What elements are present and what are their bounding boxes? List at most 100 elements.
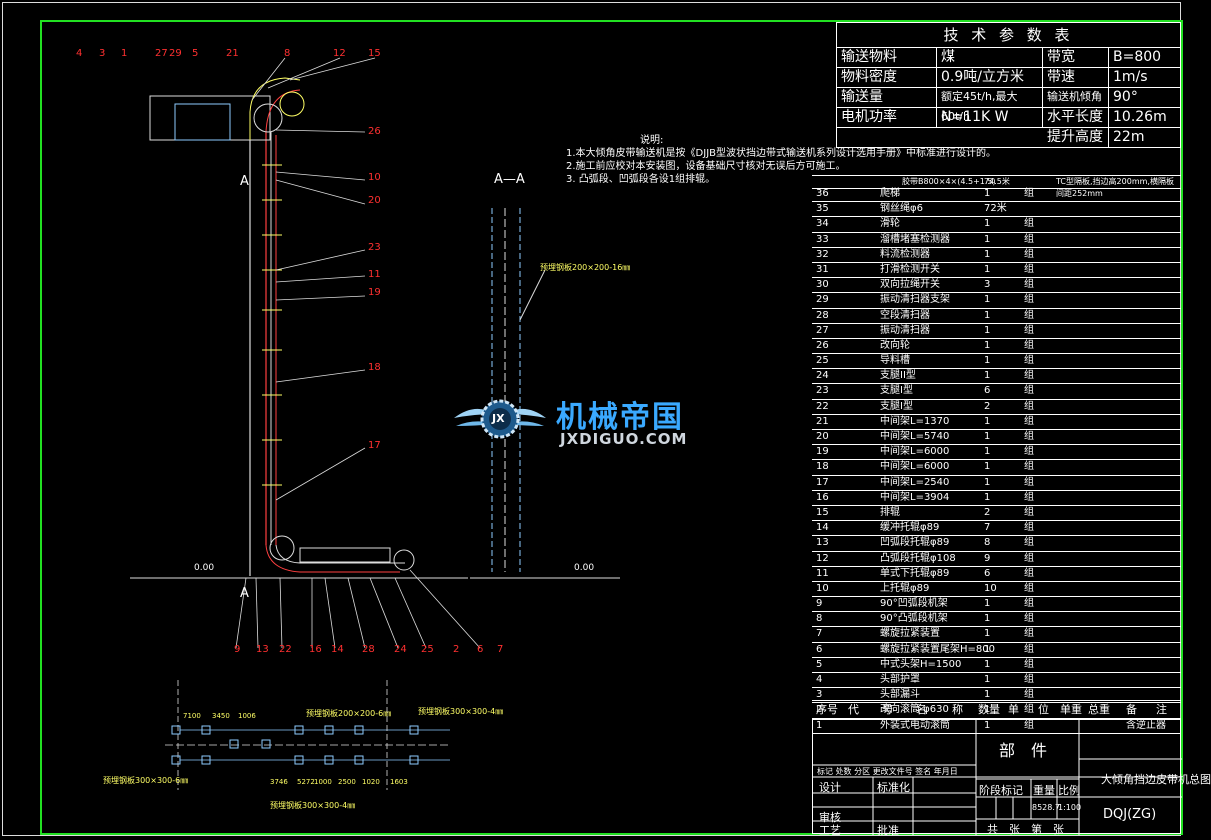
bom-cell-unit: 组 xyxy=(1024,689,1034,701)
bom-cell-name: 振动清扫器 xyxy=(880,324,930,336)
bom-cell-qty: 1 xyxy=(984,263,991,275)
bom-cell-no: 33 xyxy=(816,233,829,245)
level-right: 0.00 xyxy=(574,563,595,573)
section-mark-top: A xyxy=(240,174,249,189)
bom-cell-qty: 1 xyxy=(984,309,991,321)
label-top-10: 15 xyxy=(368,48,381,59)
param-key: 水平长度 xyxy=(1043,107,1109,127)
bom-cell-qty: 2 xyxy=(984,506,991,518)
label-right-4: 23 xyxy=(368,242,381,253)
bom-cell-unit: 组 xyxy=(1024,598,1034,610)
bom-cell-qty: 1 xyxy=(984,461,991,473)
bom-cell-qty: 1 xyxy=(984,643,991,655)
bom-cell-qty: 1 xyxy=(984,431,991,442)
bom-cell-qty: 1 xyxy=(984,294,991,306)
section-note: 预埋钢板200×200-16㎜ xyxy=(540,263,631,272)
bom-cell-unit: 组 xyxy=(1024,613,1034,625)
level-left: 0.00 xyxy=(194,563,215,573)
weight-value: 8528.7 xyxy=(1032,803,1060,812)
plan-label-3: 预埋钢板300×300-6㎜ xyxy=(103,776,189,785)
label-top-9: 12 xyxy=(333,48,346,59)
bom-cell-unit: 组 xyxy=(1024,415,1034,427)
bom-header-cell: 位 xyxy=(1038,703,1049,716)
bom-cell-no: 10 xyxy=(816,582,829,594)
bom-cell-qty: 72米 xyxy=(984,203,1007,215)
bom-cell-qty: 1 xyxy=(984,446,991,458)
label-top-1: 4 xyxy=(76,48,83,59)
title-block-grid xyxy=(813,719,1182,835)
bom-cell-unit: 组 xyxy=(1024,522,1034,534)
bom-cell-name: 90°凹弧段机架 xyxy=(880,598,948,610)
bom-cell-no: 17 xyxy=(816,476,829,488)
bom-cell-name: 导料槽 xyxy=(880,355,910,367)
stage-label: 阶段标记 xyxy=(979,784,1023,797)
label-right-5: 11 xyxy=(368,269,381,280)
label-bottom-8: 25 xyxy=(421,644,434,655)
bom-header-cell: 单重 xyxy=(1060,703,1082,716)
bom-cell-unit: 组 xyxy=(1024,385,1034,397)
parameter-table-title: 技 术 参 数 表 xyxy=(837,23,1180,48)
bom-cell-unit: 组 xyxy=(1024,324,1034,336)
bom-cell-qty: 6 xyxy=(984,385,991,397)
bom-cell-qty: 1 xyxy=(984,674,991,685)
param-key: 带宽 xyxy=(1043,47,1109,67)
bom-cell-name: 螺旋拉紧装置 xyxy=(880,628,940,640)
label-bottom-5: 14 xyxy=(331,644,344,655)
bom-cell-no: 1 xyxy=(816,719,823,731)
watermark-logo: JX 机械帝国 JXDIGUO.COM xyxy=(450,388,740,450)
bom-cell-name: 单式下托辊φ89 xyxy=(880,567,950,579)
bom-cell-no: 23 xyxy=(816,385,829,397)
bom-cell-name: 中间架L=6000 xyxy=(880,446,950,458)
bom-cell-no: 9 xyxy=(816,598,823,610)
section-mark-bottom: A xyxy=(240,586,249,601)
standard-label: 标准化 xyxy=(877,781,910,794)
bom-cell-no: 14 xyxy=(816,522,829,534)
section-title: A—A xyxy=(494,172,525,187)
bom-cell-unit: 组 xyxy=(1024,461,1034,473)
bom-cell-unit: 组 xyxy=(1024,658,1034,670)
bom-cell-no: 4 xyxy=(816,674,823,685)
plan-dim: 2500 xyxy=(338,778,356,786)
label-top-4: 27 xyxy=(155,48,168,59)
bom-cell-name: 改向滚筒 φ630 xyxy=(880,704,949,716)
scale-value: 1:100 xyxy=(1058,803,1082,812)
bom-cell-name: 凹弧段托辊φ89 xyxy=(880,537,950,549)
label-right-7: 18 xyxy=(368,362,381,373)
bom-cell-unit: 组 xyxy=(1024,582,1034,594)
bom-cell-unit: 组 xyxy=(1024,628,1034,640)
bom-cell-no: 34 xyxy=(816,218,829,230)
param-key: 电机功率 xyxy=(837,107,937,127)
bom-belt-row: 胶带B800×4×(4.5+1.5) 74.5米 TC型隔板,挡边高200mm,… xyxy=(812,175,1181,198)
bom-cell-unit: 组 xyxy=(1024,431,1034,442)
bom-cell-unit: 组 xyxy=(1024,476,1034,488)
bom-belt-qty: 74.5米 xyxy=(984,177,1010,186)
label-bottom-3: 22 xyxy=(279,644,292,655)
bom-cell-name: 上托辊φ89 xyxy=(880,582,930,594)
label-bottom-4: 16 xyxy=(309,644,322,655)
label-right-3: 20 xyxy=(368,195,381,206)
bom-header-cell: 备 xyxy=(1126,703,1137,716)
bom-cell-name: 缓冲托辊φ89 xyxy=(880,522,940,534)
bom-cell-no: 16 xyxy=(816,491,829,503)
bom-cell-no: 28 xyxy=(816,309,829,321)
bom-cell-no: 18 xyxy=(816,461,829,473)
sheet-count: 共 张 第 张 xyxy=(987,823,1064,836)
bom-cell-no: 13 xyxy=(816,537,829,549)
bom-cell-unit: 组 xyxy=(1024,355,1034,367)
bom-header-cell: 代 xyxy=(848,703,859,716)
label-bottom-1: 9 xyxy=(234,644,241,655)
bom-cell-name: 中式头架H=1500 xyxy=(880,658,962,670)
bom-cell-unit: 组 xyxy=(1024,491,1034,503)
bom-cell-name: 中间架L=6000 xyxy=(880,461,950,473)
bom-header-cell: 总重 xyxy=(1088,703,1110,716)
bom-belt-remark: TC型隔板,挡边高200mm,横隔板间距252mm xyxy=(1056,177,1174,198)
bom-cell-qty: 9 xyxy=(984,552,991,564)
